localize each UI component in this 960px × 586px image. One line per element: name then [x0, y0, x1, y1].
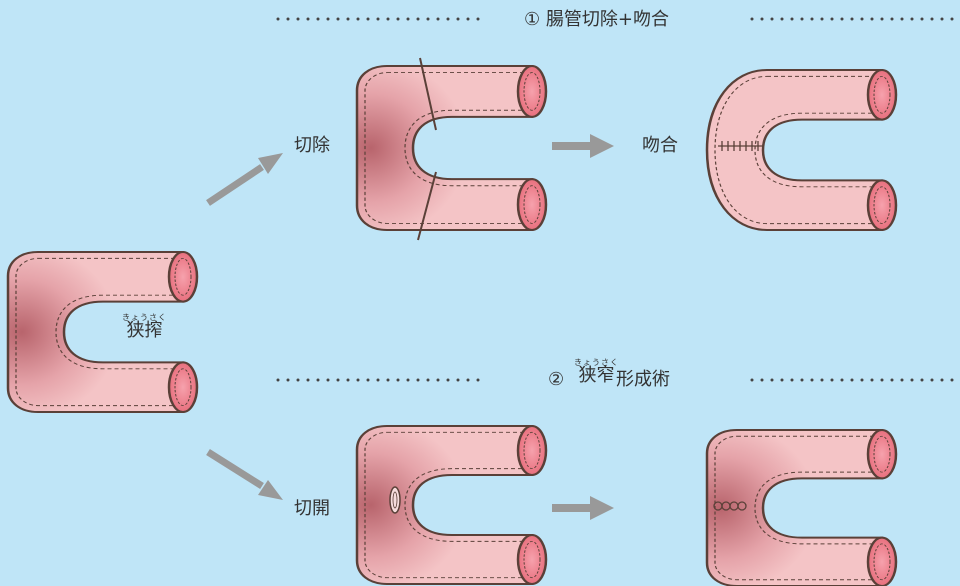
resection-bowel [357, 66, 546, 230]
arrow-right-bottom [552, 496, 614, 520]
anastomosis-label: 吻合 [642, 137, 678, 155]
resection-label: 切除 [294, 137, 330, 155]
strictureplasty-bowel [707, 430, 896, 586]
original-bowel [8, 252, 197, 412]
stricture-base: 狭搾 [122, 322, 167, 341]
section2-suffix: 形成術 [616, 371, 670, 389]
section1-title: ① 腸管切除+吻合 [524, 11, 669, 29]
anastomosis-bowel [707, 70, 896, 230]
arrow-right-top [552, 134, 614, 158]
incision-label: 切開 [294, 500, 330, 518]
section2-base: 狭窄 [574, 367, 619, 386]
incision-mark [390, 487, 400, 513]
arrow-down-right [208, 452, 283, 500]
arrow-up-right [208, 153, 283, 203]
incision-bowel [357, 426, 546, 584]
section2-number: ② [548, 371, 564, 389]
stricture-label: きょうさく 狭搾 [122, 314, 167, 341]
